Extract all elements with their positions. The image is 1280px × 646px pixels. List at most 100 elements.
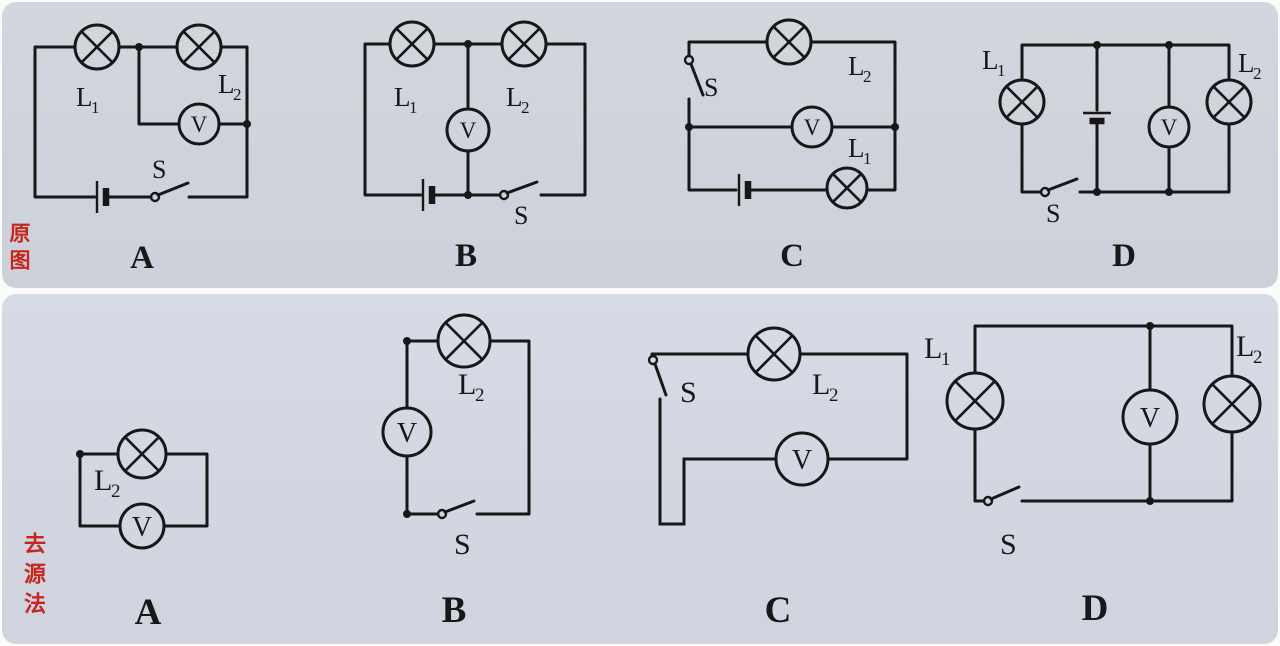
- junction-dot: [243, 120, 251, 128]
- voltmeter-icon: [445, 107, 491, 153]
- circuit-simplified-a: V L 2 A: [76, 428, 209, 633]
- circuit-letter: D: [1082, 588, 1109, 629]
- lamp-l2-icon: [746, 326, 802, 382]
- circuit-original-d: V L 1 L 2 S D: [982, 41, 1262, 274]
- wires: [687, 40, 897, 192]
- wires: [33, 45, 249, 199]
- circuit-simplified-d: V L 1 L 2 S D: [924, 322, 1263, 629]
- junction-dot: [1093, 188, 1101, 196]
- switch-label: S: [514, 201, 528, 230]
- circuit-original-c: V S L 2 L 1: [683, 18, 899, 274]
- lamp-l2-label: L: [458, 368, 476, 401]
- voltmeter-icon: [381, 406, 433, 458]
- switch-label: S: [680, 376, 697, 409]
- lamp-l1-label: L: [924, 332, 942, 365]
- circuit-letter: A: [135, 592, 162, 633]
- voltmeter-icon: [790, 105, 834, 149]
- junction-dot: [685, 123, 693, 131]
- switch-icon: [683, 54, 705, 97]
- voltmeter-label: V: [460, 118, 477, 143]
- lamp-l2-icon: [436, 313, 492, 369]
- wires: [78, 452, 209, 528]
- lamp-l2-label: L: [812, 368, 830, 401]
- voltmeter-icon: [118, 502, 166, 550]
- lamp-l2-icon: [500, 20, 548, 68]
- battery-icon: [737, 174, 752, 206]
- battery-icon: [421, 179, 436, 211]
- panel-original: V L 1 L 2 S A: [2, 2, 1278, 288]
- lamp-l2-sub: 2: [475, 385, 485, 406]
- lamp-l2-label: L: [1238, 48, 1255, 78]
- junction-dot: [1093, 41, 1101, 49]
- voltmeter-label: V: [191, 112, 208, 137]
- lamp-l2-label: L: [218, 69, 235, 99]
- switch-icon: [149, 181, 190, 203]
- circuit-letter: A: [130, 240, 154, 276]
- voltmeter-label: V: [1161, 115, 1178, 140]
- circuit-original-b: V L 1 L 2 S B: [363, 20, 587, 274]
- junction-dot: [1146, 497, 1154, 505]
- lamp-l1-icon: [825, 166, 869, 210]
- lamp-l1-icon: [945, 371, 1005, 431]
- lamp-l2-sub: 2: [111, 481, 121, 502]
- lamp-l2-icon: [116, 428, 168, 480]
- junction-dot: [464, 40, 472, 48]
- voltmeter-label: V: [804, 115, 821, 140]
- voltmeter-icon: [177, 102, 221, 146]
- voltmeter-label: V: [397, 418, 417, 449]
- lamp-l1-sub: 1: [941, 349, 951, 370]
- junction-dot: [76, 450, 84, 458]
- panel-simplified: V L 2 A V: [2, 294, 1278, 644]
- switch-label: S: [152, 155, 166, 184]
- lamp-l1-sub: 1: [91, 98, 100, 117]
- circuit-original-a: V L 1 L 2 S A: [33, 23, 251, 276]
- lamp-l2-icon: [1205, 78, 1253, 126]
- battery-icon: [95, 181, 110, 213]
- circuit-simplified-b: V L 2 S B: [381, 313, 531, 631]
- red-annotation-method: 去源法: [21, 532, 46, 622]
- lamp-l2-label: L: [94, 464, 112, 497]
- switch-icon: [1039, 177, 1079, 198]
- wires: [1020, 43, 1231, 194]
- junction-dot: [464, 191, 472, 199]
- lamp-l1-sub: 1: [997, 61, 1006, 80]
- lamp-l2-sub: 2: [521, 98, 530, 117]
- lamp-l2-label: L: [506, 82, 523, 112]
- lamp-l2-label: L: [1236, 330, 1254, 363]
- lamp-l1-label: L: [76, 82, 93, 112]
- junction-dot: [403, 337, 411, 345]
- lamp-l1-sub: 1: [409, 98, 418, 117]
- lamp-l1-label: L: [394, 82, 411, 112]
- lamp-l2-icon: [175, 23, 223, 71]
- junction-dot: [1146, 322, 1154, 330]
- voltmeter-label: V: [132, 512, 152, 543]
- junction-dot: [135, 43, 143, 51]
- wires: [973, 324, 1234, 503]
- switch-label: S: [704, 73, 718, 102]
- circuit-simplified-c: V S L 2 C: [647, 326, 909, 631]
- lamp-l1-sub: 1: [863, 149, 872, 168]
- switch-icon: [647, 354, 668, 397]
- voltmeter-icon: [774, 431, 830, 487]
- voltmeter-label: V: [1140, 403, 1160, 434]
- lamp-l1-icon: [73, 23, 121, 71]
- lamp-l2-sub: 2: [829, 385, 839, 406]
- wires: [650, 352, 909, 526]
- switch-icon: [498, 180, 539, 201]
- voltmeter-label: V: [792, 445, 812, 476]
- switch-label: S: [454, 528, 471, 561]
- junction-dot: [1165, 41, 1173, 49]
- lamp-l1-label: L: [982, 45, 999, 75]
- junction-dot: [403, 510, 411, 518]
- voltmeter-icon: [1147, 105, 1191, 149]
- lamp-l1-label: L: [848, 133, 865, 163]
- wires: [405, 339, 531, 516]
- circuit-letter: B: [442, 590, 467, 631]
- switch-label: S: [1046, 199, 1060, 228]
- lamp-l2-sub: 2: [863, 67, 872, 86]
- lamp-l2-icon: [1202, 374, 1262, 434]
- switch-icon: [436, 499, 476, 520]
- switch-icon: [982, 485, 1021, 507]
- lamp-l2-icon: [765, 18, 813, 66]
- circuit-letter: D: [1112, 238, 1136, 274]
